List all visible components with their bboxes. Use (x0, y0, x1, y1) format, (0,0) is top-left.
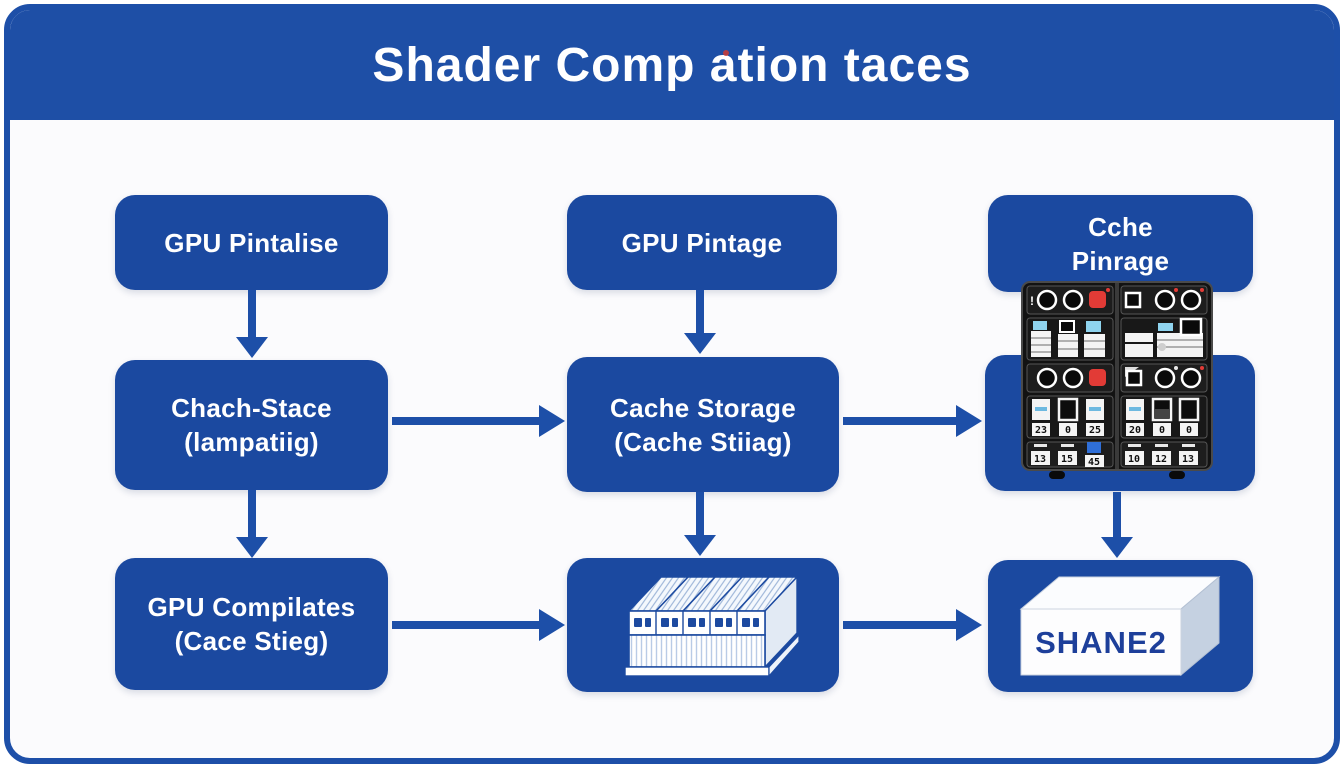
node-chach-stace: Chach-Stace (lampatiig) (115, 360, 388, 490)
node-label: GPU Compilates (147, 592, 356, 622)
node-cache-crate (567, 558, 839, 692)
node-label: Chach-Stace (171, 393, 332, 423)
svg-text:13: 13 (1034, 454, 1046, 465)
node-sublabel: (Cache Stiiag) (614, 426, 792, 457)
svg-text:15: 15 (1061, 454, 1073, 465)
arrow-right-mid-to-bottom (1113, 492, 1121, 538)
crate-label-glyphs (634, 618, 759, 627)
device-foot-left (1049, 471, 1065, 479)
svg-text:13: 13 (1182, 454, 1194, 465)
node-cache-storage: Cache Storage (Cache Stiiag) (567, 357, 839, 492)
node-gpu-pintalise: GPU Pintalise (115, 195, 388, 290)
node-label: Cche (1088, 211, 1153, 242)
arrow-left-mid-to-bottom (248, 490, 256, 538)
red-speck-artifact (723, 50, 729, 56)
control-panel-device: ! (1021, 281, 1213, 481)
shader-product-box-illustration: SHANE2 (1019, 575, 1220, 677)
node-label: Cache Storage (610, 392, 796, 423)
arrow-mid-mid-to-bottom (696, 492, 704, 536)
device-slider-row: 23 0 25 20 0 0 (1026, 395, 1208, 439)
svg-text:20: 20 (1129, 425, 1141, 436)
svg-text:0: 0 (1065, 425, 1071, 436)
svg-text:10: 10 (1128, 454, 1140, 465)
arrow-mid-top-to-mid (696, 290, 704, 334)
node-sublabel: (Cace Stieg) (174, 626, 329, 656)
crate-base (624, 666, 770, 677)
node-shader-product: SHANE2 (988, 560, 1253, 692)
device-knob-row-1: ! (1026, 285, 1208, 315)
product-box-front-face (1020, 608, 1181, 676)
svg-text:!: ! (1030, 294, 1034, 308)
arrow-left-mid-to-cache-storage (392, 417, 540, 425)
node-label: GPU Pintage (621, 227, 783, 258)
arrow-cache-storage-to-panel (843, 417, 957, 425)
svg-text:12: 12 (1155, 454, 1167, 465)
arrow-crate-to-product (843, 621, 957, 629)
crate-base-side (768, 633, 800, 678)
device-fader-row (1026, 317, 1208, 361)
arrow-left-bottom-to-crate (392, 621, 540, 629)
cache-crate-illustration (624, 575, 800, 678)
device-bottom-row: 13 15 45 10 12 13 (1026, 441, 1208, 468)
device-foot-right (1169, 471, 1185, 479)
svg-text:23: 23 (1035, 425, 1047, 436)
node-gpu-compilates: GPU Compilates (Cace Stieg) (115, 558, 388, 690)
node-label: GPU Pintalise (164, 227, 339, 258)
diagram-title: Shader Comp ation taces (372, 38, 972, 92)
crate-top-dividers (655, 576, 770, 612)
crate-striped-band (628, 634, 766, 668)
product-box-label: SHANE2 (1035, 625, 1167, 660)
title-banner: Shader Comp ation taces (10, 10, 1334, 120)
control-panel-illustration: ! (1021, 281, 1213, 479)
node-sublabel: (lampatiig) (184, 427, 319, 457)
arrow-left-top-to-mid (248, 290, 256, 338)
svg-text:0: 0 (1186, 425, 1192, 436)
svg-text:45: 45 (1088, 457, 1100, 468)
node-gpu-pintage: GPU Pintage (567, 195, 837, 290)
node-cche-pinrage: Cche Pinrage (988, 195, 1253, 292)
node-sublabel: Pinrage (1071, 245, 1170, 276)
svg-text:25: 25 (1089, 425, 1101, 436)
svg-text:0: 0 (1159, 425, 1165, 436)
device-knob-row-2 (1026, 363, 1208, 393)
